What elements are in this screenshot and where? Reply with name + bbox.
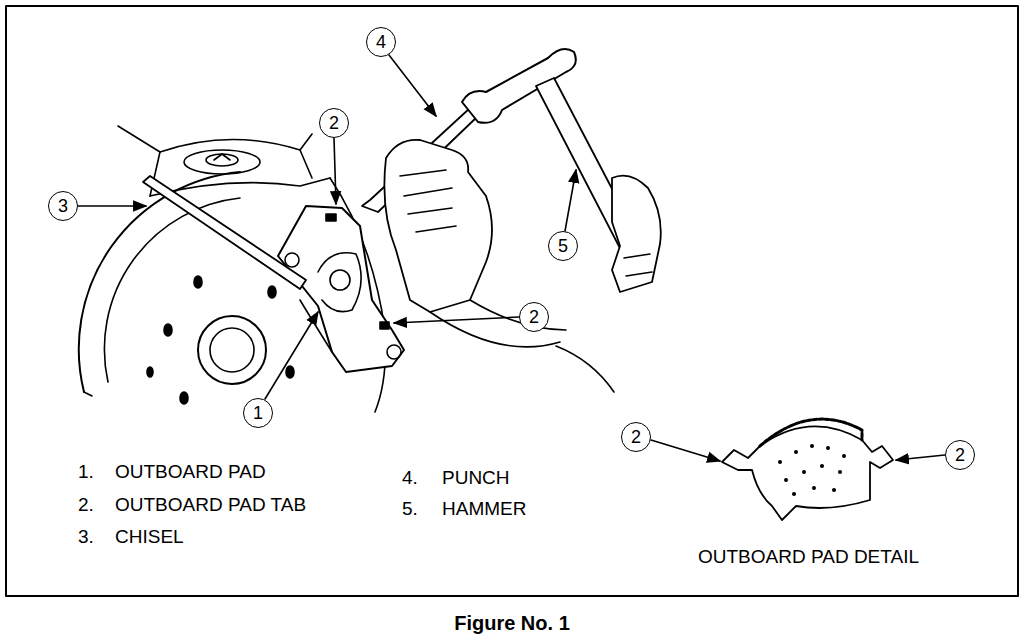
callout-circle: 2 (519, 302, 549, 332)
callout-number: 4 (376, 33, 386, 51)
detail-title: OUTBOARD PAD DETAIL (698, 547, 919, 568)
legend-text: OUTBOARD PAD TAB (115, 495, 306, 516)
legend-text: HAMMER (442, 499, 526, 520)
legend-text: CHISEL (115, 527, 184, 548)
legend-number: 1. (78, 462, 94, 483)
callout-number: 2 (631, 428, 641, 446)
figure-caption: Figure No. 1 (454, 612, 570, 635)
legend-number: 5. (402, 499, 418, 520)
callout-number: 2 (329, 114, 339, 132)
callout-number: 3 (58, 197, 68, 215)
callout-circle: 4 (366, 27, 396, 57)
callout-number: 2 (529, 308, 539, 326)
callout-circle: 3 (48, 191, 78, 221)
legend-number: 2. (78, 495, 94, 516)
leader-lines (78, 55, 945, 461)
callout-circle: 5 (548, 231, 578, 261)
frame (6, 6, 1018, 596)
legend-text: PUNCH (442, 468, 510, 489)
callout-circle: 2 (319, 108, 349, 138)
legend-number: 3. (78, 527, 94, 548)
callout-number: 1 (253, 404, 263, 422)
callout-circle: 1 (243, 398, 273, 428)
callout-number: 2 (955, 446, 965, 464)
callout-circle: 2 (621, 422, 651, 452)
callout-circle: 2 (945, 440, 975, 470)
legend-text: OUTBOARD PAD (115, 462, 266, 483)
legend-number: 4. (402, 468, 418, 489)
callout-number: 5 (558, 237, 568, 255)
